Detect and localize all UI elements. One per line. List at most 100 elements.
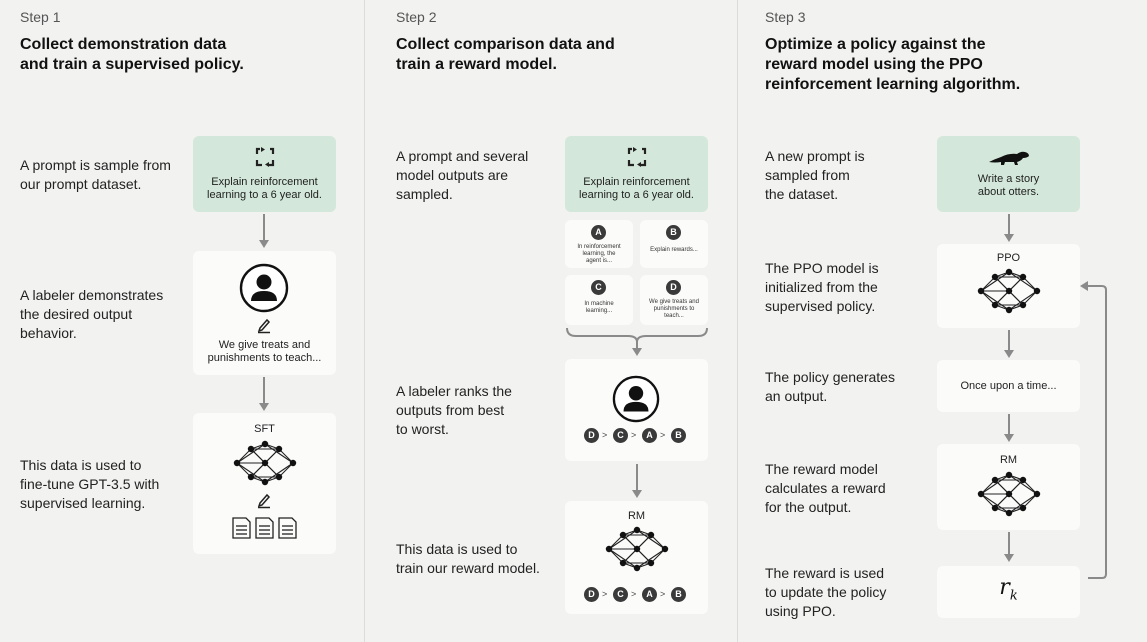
network-edge <box>236 462 266 483</box>
step-description: The policy generates an output. <box>765 369 895 404</box>
prompt-card: Explain reinforcement learning to a 6 ye… <box>193 136 336 212</box>
network-edge <box>1022 493 1038 509</box>
rank-badge: D <box>584 428 599 443</box>
step-description: A labeler demonstrates the desired outpu… <box>20 287 164 341</box>
flow-arrow <box>1004 330 1014 358</box>
network-node <box>991 476 999 484</box>
ranking-row: D > C > A > B <box>584 587 694 603</box>
rank-separator: > <box>602 430 608 440</box>
network-node <box>633 564 641 572</box>
labeler-avatar-icon <box>239 263 289 313</box>
network-edge <box>1022 479 1038 495</box>
network-node <box>605 545 613 553</box>
network-edge <box>636 548 666 569</box>
ppo-policy-card: PPO <box>937 244 1080 328</box>
network-edge <box>278 462 294 478</box>
network-node <box>647 559 655 567</box>
network-node <box>1005 287 1013 295</box>
prompt-card: Write a story about otters. <box>937 136 1080 212</box>
policy-output-card: Once upon a time... <box>937 360 1080 412</box>
network-node <box>1005 509 1013 517</box>
rank-badge: C <box>613 428 628 443</box>
network-edge <box>650 548 666 564</box>
network-edge <box>980 290 1010 311</box>
step-label: Step 3 <box>765 9 806 25</box>
network-edge <box>608 548 638 569</box>
step-description: A new prompt is sampled from the dataset… <box>765 148 865 202</box>
output-text: Once upon a time... <box>960 380 1057 392</box>
model-output-card: D We give treats and punishments to teac… <box>640 275 708 325</box>
network-node <box>1019 476 1027 484</box>
output-letter-badge: A <box>591 225 606 240</box>
network-node <box>1005 268 1013 276</box>
rank-badge: C <box>613 587 628 602</box>
network-edge <box>980 474 1010 495</box>
flow-arrow <box>259 214 269 248</box>
flow-arrow <box>1004 532 1014 562</box>
network-edge <box>1008 290 1038 311</box>
step-title: Optimize a policy against the reward mod… <box>765 36 1021 93</box>
network-node <box>991 273 999 281</box>
step-2-column: Step 2 Collect comparison data and train… <box>365 0 737 642</box>
network-edge <box>980 493 996 509</box>
output-text: In reinforcement learning, the agent is.… <box>577 244 621 264</box>
network-edge <box>1022 276 1038 292</box>
reward-card: rk <box>937 566 1080 618</box>
network-node <box>261 440 269 448</box>
neural-network-icon <box>977 268 1041 314</box>
network-node <box>619 559 627 567</box>
rank-badge: A <box>642 587 657 602</box>
rank-separator: > <box>660 589 666 599</box>
step-description: A prompt and several model outputs are s… <box>396 148 529 202</box>
model-output-card: A In reinforcement learning, the agent i… <box>565 220 633 268</box>
network-node <box>1033 287 1041 295</box>
network-edge <box>1008 474 1038 495</box>
network-edge <box>236 462 252 478</box>
ranking-row: D > C > A > B <box>584 428 694 444</box>
recycle-icon <box>255 147 275 167</box>
network-edge <box>608 548 624 564</box>
network-node <box>275 473 283 481</box>
network-node <box>233 459 241 467</box>
output-text: We give treats and punishments to teach.… <box>649 299 699 319</box>
labeler-avatar-icon <box>612 375 660 423</box>
network-edge <box>264 462 294 483</box>
reward-model-card: RM <box>937 444 1080 530</box>
column-divider <box>364 0 365 642</box>
output-letter-badge: C <box>591 280 606 295</box>
network-edge <box>1008 271 1038 292</box>
output-letter-badge: B <box>666 225 681 240</box>
network-node <box>633 545 641 553</box>
neural-network-icon <box>605 526 669 572</box>
demonstration-text: We give treats and punishments to teach.… <box>207 339 322 364</box>
rank-badge: A <box>642 428 657 443</box>
step-title: Collect demonstration data and train a s… <box>20 36 244 73</box>
document-icon <box>232 517 297 539</box>
step-1-column: Step 1 Collect demonstration data and tr… <box>0 0 364 642</box>
network-node <box>261 478 269 486</box>
network-edge <box>608 534 624 550</box>
rank-separator: > <box>602 589 608 599</box>
network-edge <box>980 276 996 292</box>
network-edge <box>278 448 294 464</box>
network-node <box>977 490 985 498</box>
network-node <box>977 287 985 295</box>
network-node <box>1019 301 1027 309</box>
prompt-text: Explain reinforcement learning to a 6 ye… <box>207 176 322 201</box>
model-output-card: C In machine learning... <box>565 275 633 325</box>
network-node <box>991 301 999 309</box>
output-text: Explain rewards... <box>650 247 698 253</box>
rank-badge: B <box>671 428 686 443</box>
reward-symbol: r <box>999 575 1010 600</box>
network-edge <box>1022 290 1038 306</box>
flow-arrow <box>1004 214 1014 242</box>
network-edge <box>980 493 1010 514</box>
network-edge <box>980 290 996 306</box>
step-description: The reward model calculates a reward for… <box>765 461 886 515</box>
merge-bracket <box>566 327 708 356</box>
neural-network-icon <box>977 471 1041 517</box>
network-node <box>1033 490 1041 498</box>
demonstration-card: We give treats and punishments to teach.… <box>193 251 336 375</box>
output-text: In machine learning... <box>584 301 614 314</box>
policy-label: PPO <box>996 252 1021 264</box>
